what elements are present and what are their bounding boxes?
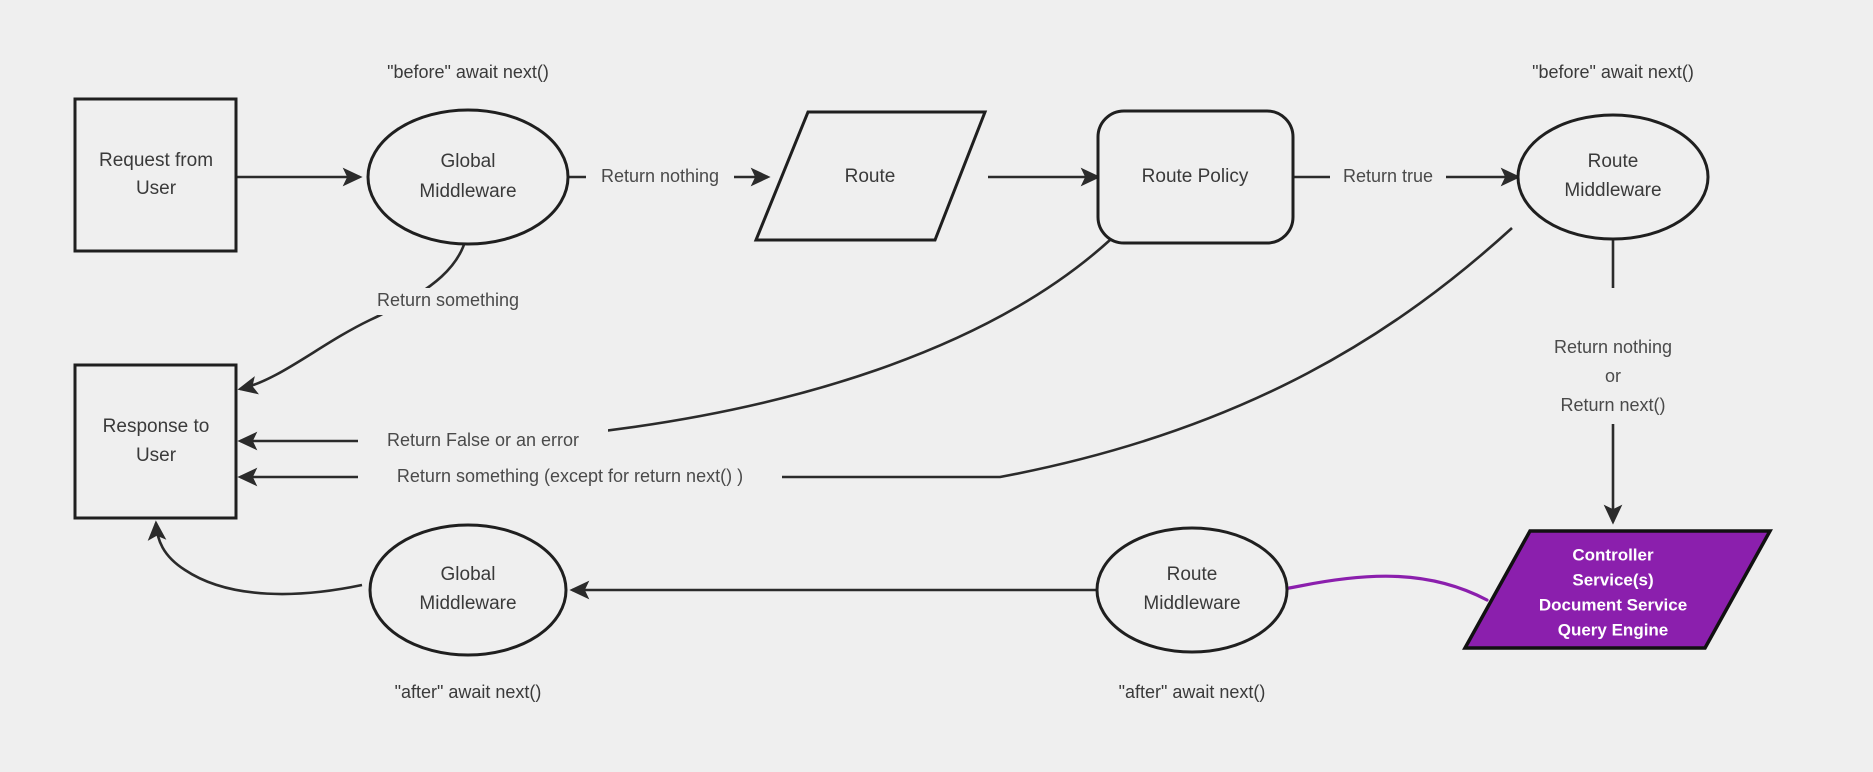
node-request-from-user-label-line2: User (136, 178, 177, 199)
node-response-to-user[interactable]: Response to User (73, 363, 238, 520)
edge-label-return-something-except-next-text: Return something (except for return next… (397, 466, 743, 486)
node-response-to-user-label-line2: User (136, 445, 177, 466)
node-controller-services[interactable]: Controller Service(s) Document Service Q… (1462, 529, 1773, 650)
node-global-middleware-after-label-line1: Global (441, 564, 496, 585)
node-route-middleware-before[interactable]: Route Middleware (1516, 113, 1710, 241)
edge-route-middleware-to-response (237, 227, 1513, 487)
node-route-middleware-before-label-line1: Route (1588, 151, 1639, 172)
node-route[interactable]: Route (753, 110, 988, 242)
edge-label-return-nothing-or-next-line1: Return nothing (1554, 337, 1672, 357)
node-controller-label-line4: Query Engine (1558, 620, 1669, 639)
node-global-middleware-before[interactable]: Global Middleware (366, 108, 570, 246)
edge-label-return-something-except-next: Return something (except for return next… (358, 464, 782, 490)
node-route-middleware-after-label-line1: Route (1167, 564, 1218, 585)
node-route-middleware-after[interactable]: Route Middleware (1095, 526, 1289, 654)
node-global-middleware-before-label-line1: Global (441, 151, 496, 172)
node-global-middleware-after-label-line2: Middleware (419, 593, 516, 614)
annotation-after-await-next-global: "after" await next() (395, 682, 542, 702)
annotation-before-await-next-route: "before" await next() (1532, 62, 1694, 82)
node-controller-label-line1: Controller (1572, 545, 1654, 564)
edge-global-middleware-after-to-response (147, 520, 363, 596)
edge-label-return-true: Return true (1330, 164, 1446, 190)
edge-label-return-nothing-text: Return nothing (601, 166, 719, 186)
edge-label-return-false-or-error: Return False or an error (358, 428, 608, 454)
edge-label-return-nothing-or-next-line2: or (1605, 366, 1621, 386)
node-global-middleware-after[interactable]: Global Middleware (368, 523, 568, 657)
node-route-middleware-after-label-line2: Middleware (1143, 593, 1240, 614)
node-route-middleware-before-label-line2: Middleware (1564, 180, 1661, 201)
edge-label-return-something-text: Return something (377, 290, 519, 310)
node-route-label: Route (845, 166, 896, 187)
node-controller-label-line3: Document Service (1539, 595, 1687, 614)
edge-global-middleware-to-response (237, 221, 470, 395)
node-response-to-user-label-line1: Response to (103, 416, 210, 437)
node-controller-label-line2: Service(s) (1572, 570, 1653, 589)
node-request-from-user[interactable]: Request from User (73, 97, 238, 253)
edge-label-return-nothing-or-next-line3: Return next() (1560, 395, 1665, 415)
edge-label-return-something: Return something (358, 288, 538, 315)
edge-label-return-false-or-error-text: Return False or an error (387, 430, 579, 450)
edge-route-policy-to-response (237, 239, 1111, 451)
annotation-after-await-next-route: "after" await next() (1119, 682, 1266, 702)
node-route-policy[interactable]: Route Policy (1096, 109, 1295, 245)
edge-label-return-nothing: Return nothing (586, 164, 734, 190)
node-request-from-user-label-line1: Request from (99, 150, 213, 171)
node-route-policy-label: Route Policy (1142, 166, 1249, 187)
node-global-middleware-before-label-line2: Middleware (419, 181, 516, 202)
edge-label-return-true-text: Return true (1343, 166, 1433, 186)
annotation-before-await-next-global: "before" await next() (387, 62, 549, 82)
edge-label-return-nothing-or-next: Return nothing or Return next() (1525, 332, 1703, 424)
